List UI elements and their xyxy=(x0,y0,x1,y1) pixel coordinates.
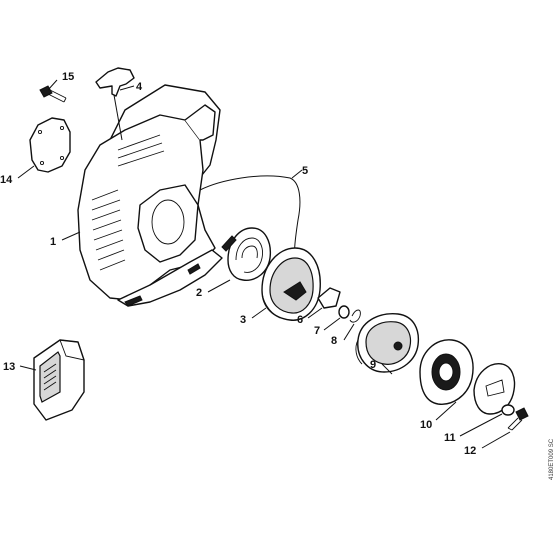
part-spring-housing xyxy=(355,313,420,373)
callout-2: 2 xyxy=(196,287,202,299)
callout-12: 12 xyxy=(464,445,476,457)
part-spring-cartridge xyxy=(419,339,516,415)
part-spring-clip xyxy=(349,309,361,323)
part-washer-11 xyxy=(501,404,515,416)
callout-6: 6 xyxy=(297,314,303,326)
housing-louvres xyxy=(91,134,165,271)
callout-8: 8 xyxy=(331,335,337,347)
callout-13: 13 xyxy=(3,361,15,373)
callout-1: 1 xyxy=(50,236,56,248)
part-cover-plate xyxy=(29,117,71,173)
part-screw-15 xyxy=(39,85,67,103)
part-starter-grip xyxy=(95,67,135,141)
part-screw-12 xyxy=(507,407,529,431)
callout-9: 9 xyxy=(370,359,376,371)
callout-10: 10 xyxy=(420,419,432,431)
callout-11: 11 xyxy=(444,432,456,444)
leader-lines xyxy=(17,79,511,449)
part-starter-rope xyxy=(199,175,301,269)
callout-3: 3 xyxy=(240,314,246,326)
callout-labels: 15 4 14 5 1 2 3 6 7 8 9 10 11 12 13 xyxy=(0,71,476,457)
callout-4: 4 xyxy=(136,81,143,93)
part-rewind-spring xyxy=(221,227,272,281)
callout-14: 14 xyxy=(0,174,13,186)
callout-5: 5 xyxy=(302,165,308,177)
part-filter-cover xyxy=(33,339,85,421)
callout-7: 7 xyxy=(314,325,320,337)
drawing-code: 4180ET009 SC xyxy=(549,438,555,480)
callout-15: 15 xyxy=(62,71,74,83)
part-fan-housing xyxy=(77,84,223,307)
part-washer-7 xyxy=(338,305,350,319)
part-pawl xyxy=(317,287,341,309)
part-rope-rotor xyxy=(261,247,321,321)
